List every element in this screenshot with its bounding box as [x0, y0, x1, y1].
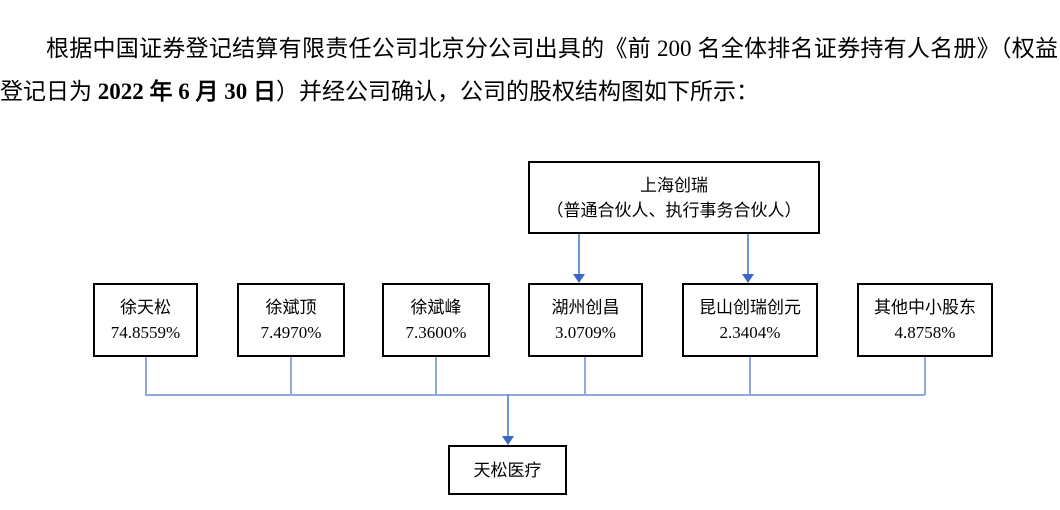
node-percent: 3.0709% — [555, 323, 616, 342]
connector-drop-line — [924, 357, 926, 395]
node-percent: 4.8758% — [894, 323, 956, 342]
node-percent: 74.8559% — [110, 323, 181, 342]
arrow-down-icon — [742, 274, 754, 283]
node-note: （普通合伙人、执行事务合伙人） — [546, 200, 802, 220]
node-name: 徐天松 — [120, 298, 171, 317]
node-percent: 7.4970% — [260, 323, 322, 342]
node-shareholder-kunshanchuangruichuangyuan: 昆山创瑞创元 2.3404% — [682, 283, 818, 357]
connector-partner-to-kunshan — [747, 234, 749, 275]
node-percent: 7.3600% — [405, 323, 467, 342]
node-name: 天松医疗 — [473, 460, 542, 480]
node-shareholder-xubinding: 徐斌顶 7.4970% — [237, 283, 345, 357]
node-company-tiansong-medical: 天松医疗 — [448, 445, 567, 495]
node-name: 其他中小股东 — [874, 298, 976, 317]
arrow-down-icon — [502, 436, 514, 445]
node-shareholder-other-minority: 其他中小股东 4.8758% — [857, 283, 993, 357]
node-shanghai-chuangrui: 上海创瑞 （普通合伙人、执行事务合伙人） — [528, 161, 820, 234]
node-name: 湖州创昌 — [551, 298, 620, 317]
arrow-down-icon — [573, 274, 585, 283]
node-shareholder-xubinfeng: 徐斌峰 7.3600% — [382, 283, 490, 357]
connector-drop-line — [145, 357, 147, 395]
node-name: 徐斌峰 — [410, 298, 462, 317]
connector-drop-line — [584, 357, 586, 395]
node-shareholder-xutiansong: 徐天松 74.8559% — [93, 283, 198, 357]
intro-record-date: 2022 年 6 月 30 日 — [97, 79, 276, 104]
connector-drop-line — [435, 357, 437, 395]
intro-paragraph: 根据中国证券登记结算有限责任公司北京分公司出具的《前 200 名全体排名证券持有… — [0, 27, 1058, 113]
node-percent: 2.3404% — [719, 323, 781, 342]
node-shareholder-huzhouchuangchang: 湖州创昌 3.0709% — [528, 283, 643, 357]
connector-drop-line — [290, 357, 292, 395]
connector-partner-to-huzhou — [578, 234, 580, 275]
intro-text-part2: ）并经公司确认，公司的股权结构图如下所示： — [276, 79, 759, 104]
connector-bus-line — [145, 394, 925, 396]
node-name: 昆山创瑞创元 — [699, 298, 801, 317]
node-name: 徐斌顶 — [265, 298, 317, 317]
connector-drop-line — [749, 357, 751, 395]
node-name: 上海创瑞 — [640, 175, 708, 195]
intro-text-part1: 根据中国证券登记结算有限责任公司北京分公司出具的《前 200 名全体排名证券持有… — [0, 36, 1059, 104]
connector-bus-to-company — [507, 394, 509, 436]
